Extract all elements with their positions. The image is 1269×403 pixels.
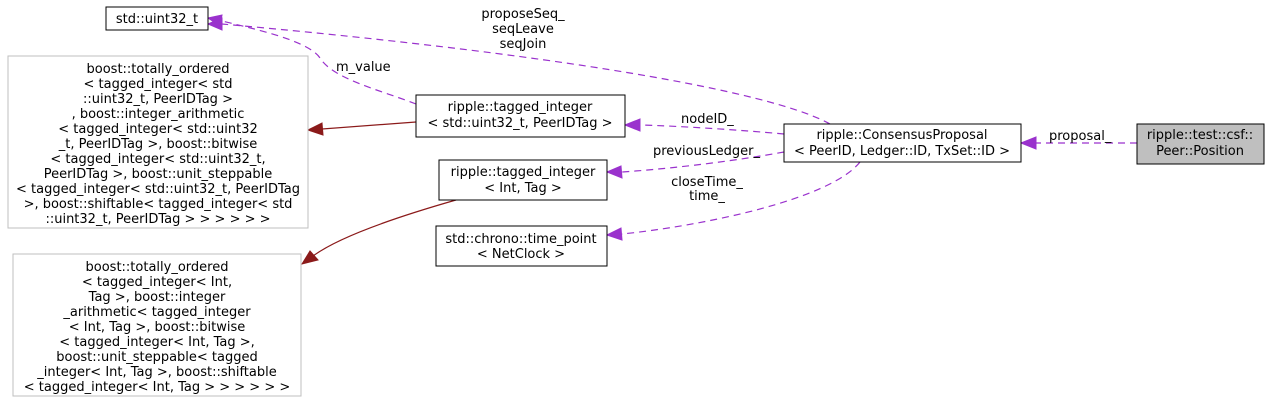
svg-text:< tagged_integer< std::uint32_: < tagged_integer< std::uint32_t, PeerIDT… xyxy=(16,182,300,197)
svg-text:::uint32_t, PeerIDTag >: ::uint32_t, PeerIDTag > xyxy=(83,92,233,107)
node-time-point[interactable]: std::chrono::time_point < NetClock > xyxy=(435,225,608,267)
svg-text:Tag >, boost::integer: Tag >, boost::integer xyxy=(88,290,226,305)
svg-text:>, boost::shiftable< tagged_in: >, boost::shiftable< tagged_integer< std xyxy=(24,197,293,212)
svg-text:, boost::integer_arithmetic: , boost::integer_arithmetic xyxy=(72,107,245,122)
svg-text:ripple::ConsensusProposal: ripple::ConsensusProposal xyxy=(816,128,987,143)
label-previous-ledger: previousLedger_ xyxy=(653,144,760,159)
svg-text:< tagged_integer< Int, Tag >,: < tagged_integer< Int, Tag >, xyxy=(59,335,255,350)
svg-text:ripple::tagged_integer: ripple::tagged_integer xyxy=(448,100,593,115)
svg-text:boost::unit_steppable< tagged: boost::unit_steppable< tagged xyxy=(56,350,258,365)
svg-text:closeTime_: closeTime_ xyxy=(671,175,743,190)
node-tagged-integer-int[interactable]: ripple::tagged_integer < Int, Tag > xyxy=(438,159,608,201)
edge-node-id xyxy=(639,124,785,135)
svg-text:< Int, Tag >: < Int, Tag > xyxy=(484,181,562,196)
label-m-value: m_value xyxy=(336,60,391,75)
label-close-time: closeTime_ time_ xyxy=(671,175,743,204)
edge-inherit-b xyxy=(312,199,457,257)
svg-text:ripple::tagged_integer: ripple::tagged_integer xyxy=(451,165,596,180)
svg-text:< tagged_integer< Int,: < tagged_integer< Int, xyxy=(82,275,232,290)
label-node-id: nodeID_ xyxy=(681,112,734,127)
node-consensus-proposal[interactable]: ripple::ConsensusProposal < PeerID, Ledg… xyxy=(783,123,1022,163)
svg-text:< std::uint32_t, PeerIDTag >: < std::uint32_t, PeerIDTag > xyxy=(427,116,612,131)
svg-text:ripple::test::csf::: ripple::test::csf:: xyxy=(1147,128,1253,143)
node-std-uint32[interactable]: std::uint32_t xyxy=(105,6,209,31)
svg-text:seqJoin: seqJoin xyxy=(500,37,547,52)
svg-text:_arithmetic< tagged_integer: _arithmetic< tagged_integer xyxy=(62,305,251,320)
edge-previous-ledger xyxy=(621,151,785,173)
svg-text:Peer::Position: Peer::Position xyxy=(1156,144,1244,159)
svg-text:< tagged_integer< Int, Tag > >: < tagged_integer< Int, Tag > > > > > > xyxy=(24,380,291,395)
edge-node-id-arrowhead xyxy=(623,118,641,132)
svg-text:< tagged_integer< std: < tagged_integer< std xyxy=(83,77,232,92)
svg-text:_t, PeerIDTag >, boost::bitwis: _t, PeerIDTag >, boost::bitwise xyxy=(58,137,258,152)
edge-inherit-a-arrowhead xyxy=(306,122,324,136)
edge-m-value xyxy=(221,20,417,105)
node-tagged-integer-uint32[interactable]: ripple::tagged_integer < std::uint32_t, … xyxy=(415,94,626,138)
edge-inherit-b-arrowhead xyxy=(300,250,319,265)
node-peer-position[interactable]: ripple::test::csf:: Peer::Position xyxy=(1136,123,1265,165)
svg-text:proposeSeq_: proposeSeq_ xyxy=(481,7,565,22)
label-proposal: proposal_ xyxy=(1049,129,1112,144)
edge-close-time xyxy=(621,161,861,235)
svg-text:< tagged_integer< std::uint32_: < tagged_integer< std::uint32_t, xyxy=(50,152,265,167)
svg-text:< Int, Tag >, boost::bitwise: < Int, Tag >, boost::bitwise xyxy=(69,320,246,335)
svg-text:::uint32_t, PeerIDTag > > > >: ::uint32_t, PeerIDTag > > > > > > xyxy=(45,212,270,227)
svg-text:std::chrono::time_point: std::chrono::time_point xyxy=(445,232,596,247)
svg-text:boost::totally_ordered: boost::totally_ordered xyxy=(86,260,229,275)
edge-previous-ledger-arrowhead xyxy=(605,165,623,179)
svg-text:PeerIDTag >, boost::unit_stepp: PeerIDTag >, boost::unit_steppable xyxy=(44,167,273,182)
svg-text:< NetClock >: < NetClock > xyxy=(477,247,565,262)
label-seq: proposeSeq_ seqLeave seqJoin xyxy=(481,7,565,52)
edge-close-time-arrowhead xyxy=(605,227,623,241)
svg-text:seqLeave: seqLeave xyxy=(492,22,554,37)
edge-inherit-a xyxy=(321,121,417,130)
edge-seq-arrowhead xyxy=(206,17,223,31)
svg-text:< tagged_integer< std::uint32: < tagged_integer< std::uint32 xyxy=(58,122,258,137)
edge-proposal-arrowhead xyxy=(1019,136,1037,150)
svg-text:< PeerID, Ledger::ID, TxSet::I: < PeerID, Ledger::ID, TxSet::ID > xyxy=(794,144,1010,159)
svg-text:std::uint32_t: std::uint32_t xyxy=(116,12,198,27)
svg-text:time_: time_ xyxy=(689,189,725,204)
edge-seq xyxy=(221,23,831,125)
node-boost-operators-uint32[interactable]: boost::totally_ordered < tagged_integer<… xyxy=(7,55,309,229)
node-boost-operators-int[interactable]: boost::totally_ordered < tagged_integer<… xyxy=(12,253,302,397)
svg-text:boost::totally_ordered: boost::totally_ordered xyxy=(87,62,230,77)
svg-text:_integer< Int, Tag >, boost::s: _integer< Int, Tag >, boost::shiftable xyxy=(36,365,276,380)
